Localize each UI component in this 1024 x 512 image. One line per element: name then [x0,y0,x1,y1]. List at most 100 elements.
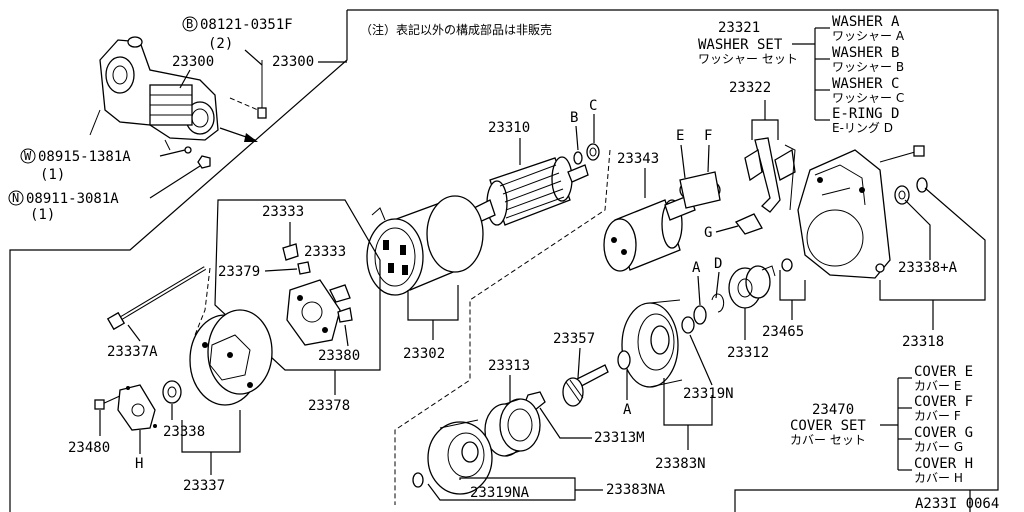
cover-list: COVER E カバー E COVER F カバー F COVER G カバー … [898,364,973,485]
gear-washer-part[interactable] [781,258,793,272]
rear-cover-part[interactable] [189,309,273,406]
label-gear-housing: 23319N [683,386,734,402]
label-brush-spring1: 23333 [262,204,304,220]
label-front-housing-asm: 23383NA [606,482,666,498]
e-ring-d-part[interactable] [711,293,725,313]
bearing-part[interactable] [484,398,541,457]
circle-n-icon [8,190,24,206]
washer-item-jp: ワッシャー C [832,91,904,105]
label-letter-c: C [589,98,597,114]
armature-part[interactable] [467,156,589,226]
label-letter-d: D [714,256,722,272]
brush-spring-part[interactable] [282,243,299,261]
label-gear-set: 23465 [762,324,804,340]
label-w-qty: (1) [40,167,65,183]
washer-item-jp: E-リング D [832,121,893,135]
brush-spring2-part[interactable] [297,261,311,275]
note-text: （注）表記以外の構成部品は非販売 [360,22,552,37]
nut-n-part[interactable] [197,155,211,169]
starter-assembly-small[interactable] [89,36,219,151]
pinion-shaft-part[interactable] [562,364,609,407]
label-brush-small: 23379 [218,264,260,280]
housing-washer-part[interactable] [916,177,928,193]
label-bearing: 23313 [488,358,530,374]
washer-item-en: WASHER A [832,14,900,30]
front-housing-part[interactable] [797,149,891,279]
label-b-qty: (2) [208,36,233,52]
label-starter-main: 23300 [272,54,314,70]
label-starter-small: 23300 [172,54,214,70]
screw-part[interactable] [94,394,123,410]
cover-h-part[interactable] [117,384,157,431]
label-n-qty: (1) [30,207,55,223]
label-letter-b: B [570,110,578,126]
label-gear-housing-asm: 23383N [655,456,706,472]
bolt-b[interactable] [257,60,267,119]
label-switch: 23343 [617,151,659,167]
clutch-part[interactable] [728,265,776,309]
washer-b-part[interactable] [573,151,583,165]
cover-item-en: COVER F [914,394,973,410]
cover-g-part[interactable] [734,213,763,235]
label-yoke: 23302 [403,346,445,362]
cover-item-en: COVER E [914,364,973,380]
circle-w-letter: W [24,149,32,163]
brush-holder-plate-part[interactable] [286,279,353,346]
diagram-id: A233I 0064 [915,496,999,512]
magnetic-switch-part[interactable] [603,194,696,272]
yoke-part[interactable] [366,195,484,296]
gear-housing-part[interactable] [621,299,683,388]
label-brush-holder-asm: 23378 [308,398,350,414]
label-letter-h: H [135,456,143,472]
label-front-housing: 23319NA [470,485,530,501]
arrow-head-icon [244,133,258,142]
label-letter-a: A [692,260,701,276]
label-letter-g: G [704,225,712,241]
washer-item-en: WASHER B [832,45,899,61]
label-letter-e: E [676,128,684,144]
label-housing-asm: 23318 [902,334,944,350]
washer-item-en: E-RING D [832,106,899,122]
label-lever: 23322 [729,80,771,96]
cover-item-en: COVER H [914,456,973,472]
washer-c-part[interactable] [586,143,600,161]
label-letter-a2: A [623,402,632,418]
label-screw: 23480 [68,440,110,456]
washer-a2-part[interactable] [617,350,631,370]
washer-list: WASHER A ワッシャー A WASHER B ワッシャー B WASHER… [815,14,905,135]
circle-b-icon [182,16,198,32]
brush-holder-border [214,199,381,371]
dashed-separator [394,149,611,505]
label-housing: 23338+A [898,260,958,276]
label-washer-set-jp: ワッシャー セット [698,52,798,66]
label-cover-set-jp: カバー セット [790,433,866,447]
label-pinion-shaft: 23357 [553,331,595,347]
washer-a-part[interactable] [693,305,707,325]
circle-w-icon [20,148,36,164]
cover-f-part[interactable] [679,171,721,209]
circle-n-letter: N [12,191,19,205]
label-armature: 23310 [488,120,530,136]
washer-item-jp: ワッシャー B [832,60,904,74]
shift-lever-part[interactable] [744,137,796,213]
label-b-bolt: 08121-0351F [200,17,293,33]
main-border [9,9,999,512]
label-brush-spring2: 23333 [304,244,346,260]
label-rear-cover-asm: 23337 [183,478,225,494]
front-bush-part[interactable] [412,472,424,488]
front-housing-na-part[interactable] [427,419,493,495]
label-cover-set: COVER SET [790,418,866,434]
cover-item-en: COVER G [914,425,973,441]
label-washer-set: WASHER SET [698,37,783,53]
through-bolt-part[interactable] [106,266,207,331]
housing-bolt-part[interactable] [879,145,925,163]
label-rear-cover-bush: 23338 [163,424,205,440]
label-brush-holder-plate: 23380 [318,348,360,364]
housing-bush-part[interactable] [894,185,910,205]
rear-bush-part[interactable] [162,380,182,404]
cover-item-jp: カバー G [914,440,963,454]
gear-housing-bush-part[interactable] [681,316,695,334]
washer-w-part[interactable] [184,146,192,154]
